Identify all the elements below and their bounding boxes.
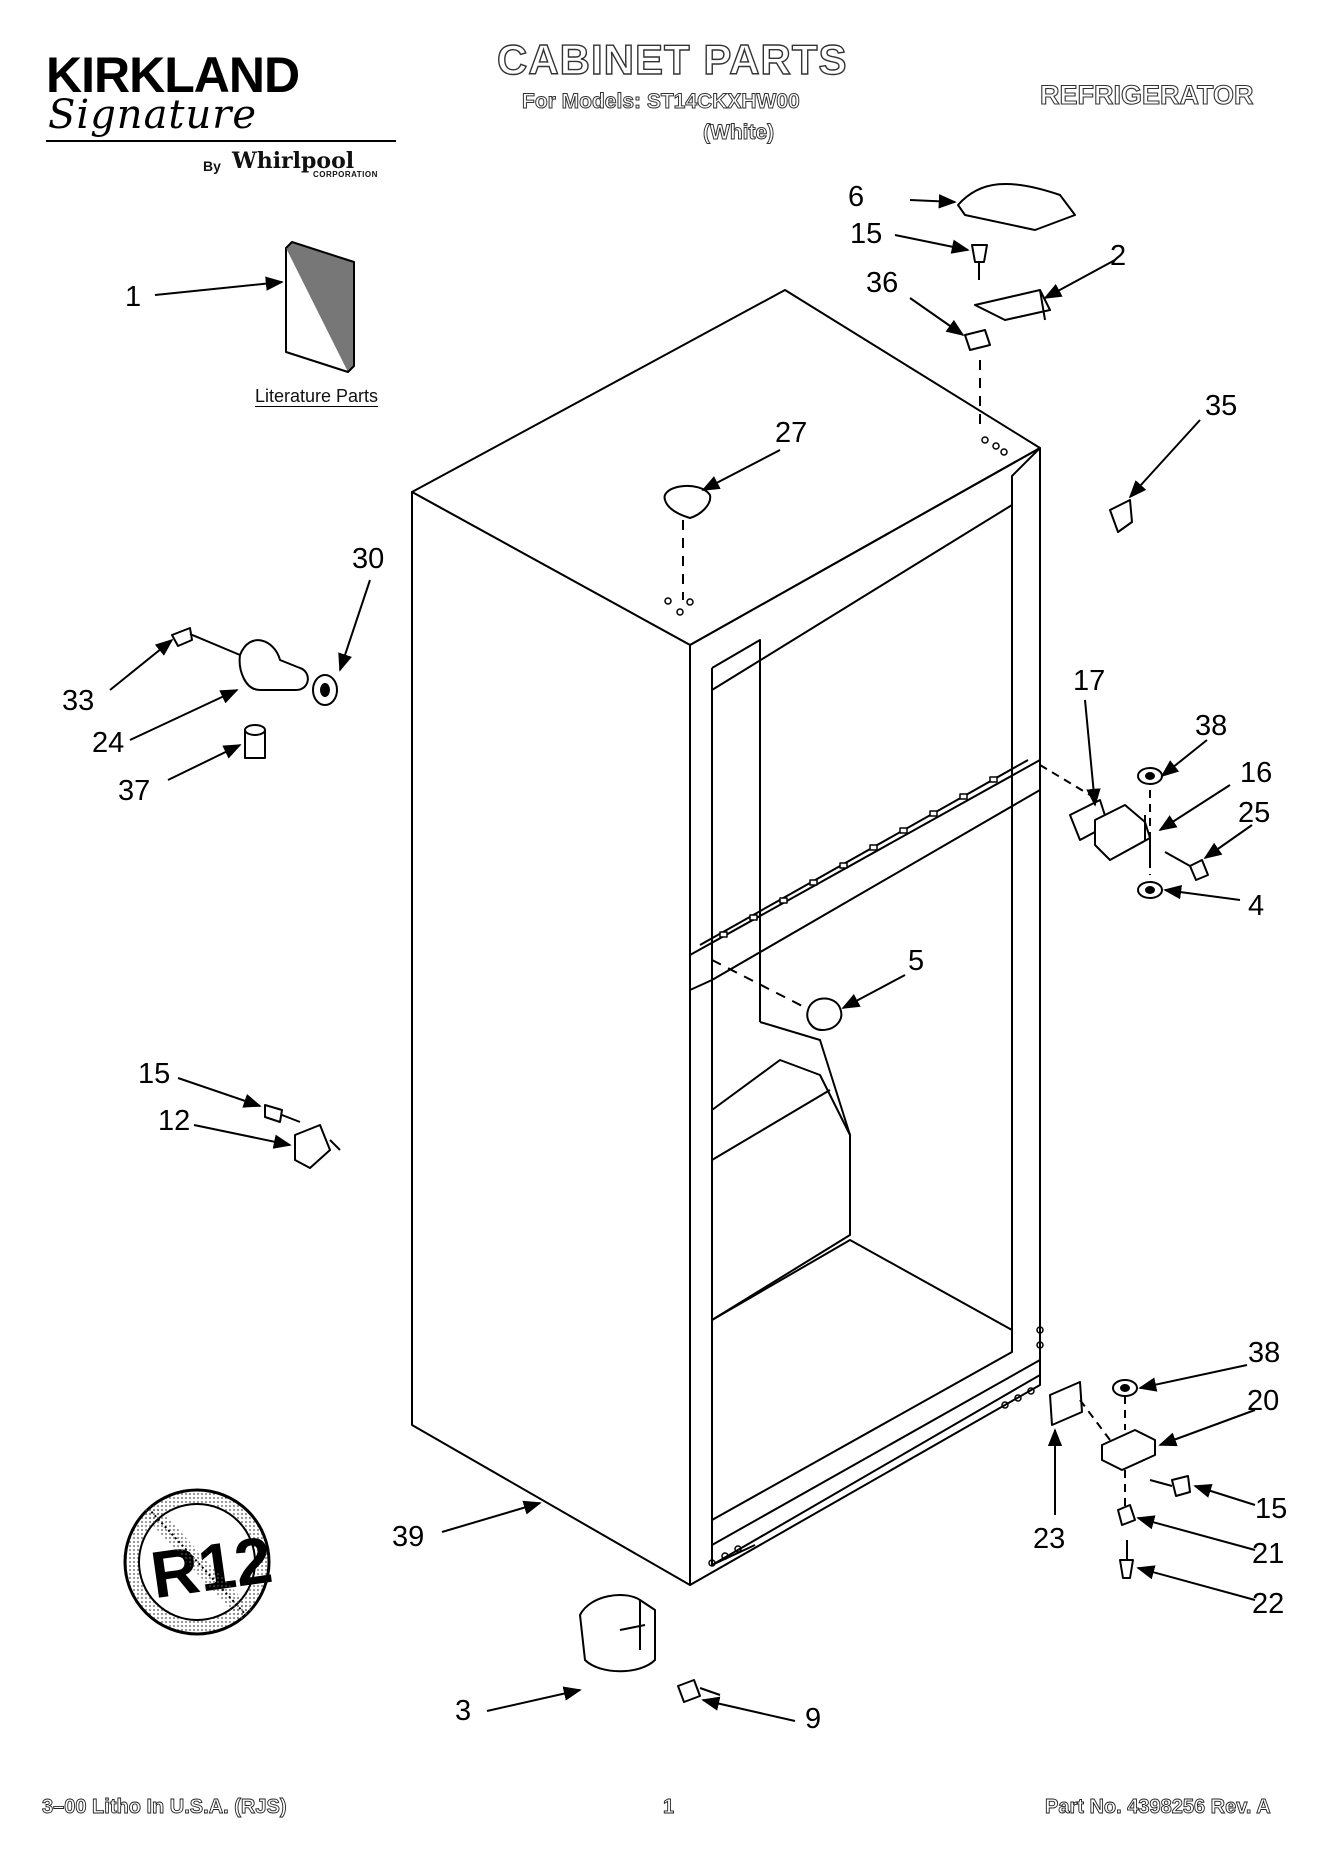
callout-3: 3 bbox=[455, 1695, 471, 1727]
manufacturer-corp-text: CORPORATION bbox=[313, 170, 378, 179]
callout-5: 5 bbox=[908, 945, 924, 977]
callout-27: 27 bbox=[775, 417, 807, 449]
hinge-hole-plug bbox=[1109, 499, 1133, 533]
hinge-shim bbox=[964, 329, 991, 351]
callout-21: 21 bbox=[1252, 1538, 1284, 1570]
callout-1: 1 bbox=[125, 281, 141, 313]
screw-15-left bbox=[264, 1104, 301, 1123]
cabinet-left-side bbox=[411, 491, 691, 1586]
callout-36: 36 bbox=[866, 267, 898, 299]
screw-9 bbox=[677, 1679, 721, 1703]
manufacturer-logo: Whirlpool bbox=[232, 148, 355, 174]
brand-signature: Signature bbox=[48, 92, 258, 138]
callout-38-bottom: 38 bbox=[1248, 1337, 1280, 1369]
callout-17: 17 bbox=[1073, 665, 1105, 697]
callout-15-top: 15 bbox=[850, 218, 882, 250]
callout-37: 37 bbox=[118, 775, 150, 807]
callout-15-left: 15 bbox=[138, 1058, 170, 1090]
hinge-spacer-23 bbox=[1049, 1381, 1083, 1426]
hinge-pin-bracket bbox=[238, 639, 309, 691]
callout-33: 33 bbox=[62, 685, 94, 717]
brand-divider bbox=[46, 140, 396, 142]
callout-4: 4 bbox=[1248, 890, 1264, 922]
color-line: (White) bbox=[702, 121, 775, 145]
bottom-hinge-3 bbox=[579, 1594, 656, 1673]
callout-23: 23 bbox=[1033, 1523, 1065, 1555]
callout-35: 35 bbox=[1205, 390, 1237, 422]
callout-2: 2 bbox=[1110, 240, 1126, 272]
brand-by-text: By bbox=[203, 158, 221, 174]
callout-25: 25 bbox=[1238, 797, 1270, 829]
model-line: For Models: ST14CKXHW00 bbox=[522, 90, 801, 114]
callout-9: 9 bbox=[805, 1703, 821, 1735]
no-r12-badge: R12 bbox=[123, 1488, 276, 1636]
callout-16: 16 bbox=[1240, 757, 1272, 789]
freezer-divider bbox=[711, 1059, 851, 1321]
mullion-rail bbox=[689, 759, 1041, 991]
footer-part-number: Part No. 4398256 Rev. A bbox=[1045, 1796, 1272, 1819]
callout-30: 30 bbox=[352, 543, 384, 575]
callout-15-bottom: 15 bbox=[1255, 1493, 1287, 1525]
callout-38-top: 38 bbox=[1195, 710, 1227, 742]
callout-12: 12 bbox=[158, 1105, 190, 1137]
callout-20: 20 bbox=[1247, 1385, 1279, 1417]
screw-15-bottom bbox=[1149, 1475, 1191, 1497]
top-hinge bbox=[974, 289, 1051, 321]
cabinet-front-frame bbox=[689, 447, 1041, 1586]
literature-parts-label: Literature Parts bbox=[255, 386, 379, 407]
callout-22: 22 bbox=[1252, 1588, 1284, 1620]
callout-24: 24 bbox=[92, 727, 124, 759]
plug-5 bbox=[806, 997, 843, 1031]
screw-22 bbox=[1119, 1540, 1134, 1579]
callout-39: 39 bbox=[392, 1521, 424, 1553]
leveler-21 bbox=[1117, 1504, 1136, 1526]
page-title: CABINET PARTS bbox=[496, 35, 848, 83]
screw-33 bbox=[171, 627, 241, 656]
brand-logo: KIRKLAND bbox=[46, 47, 300, 103]
clip-12 bbox=[294, 1124, 331, 1169]
screw-top bbox=[971, 244, 988, 280]
bottom-hinge bbox=[1101, 1429, 1156, 1471]
appliance-category: REFRIGERATOR bbox=[1039, 79, 1254, 110]
callout-6: 6 bbox=[848, 181, 864, 213]
footer-print-info: 3–00 Litho In U.S.A. (RJS) bbox=[42, 1796, 287, 1819]
top-hinge-cover bbox=[957, 182, 1076, 231]
screw-25 bbox=[1164, 851, 1209, 881]
top-plug bbox=[663, 484, 712, 519]
footer-page-number: 1 bbox=[663, 1796, 675, 1819]
